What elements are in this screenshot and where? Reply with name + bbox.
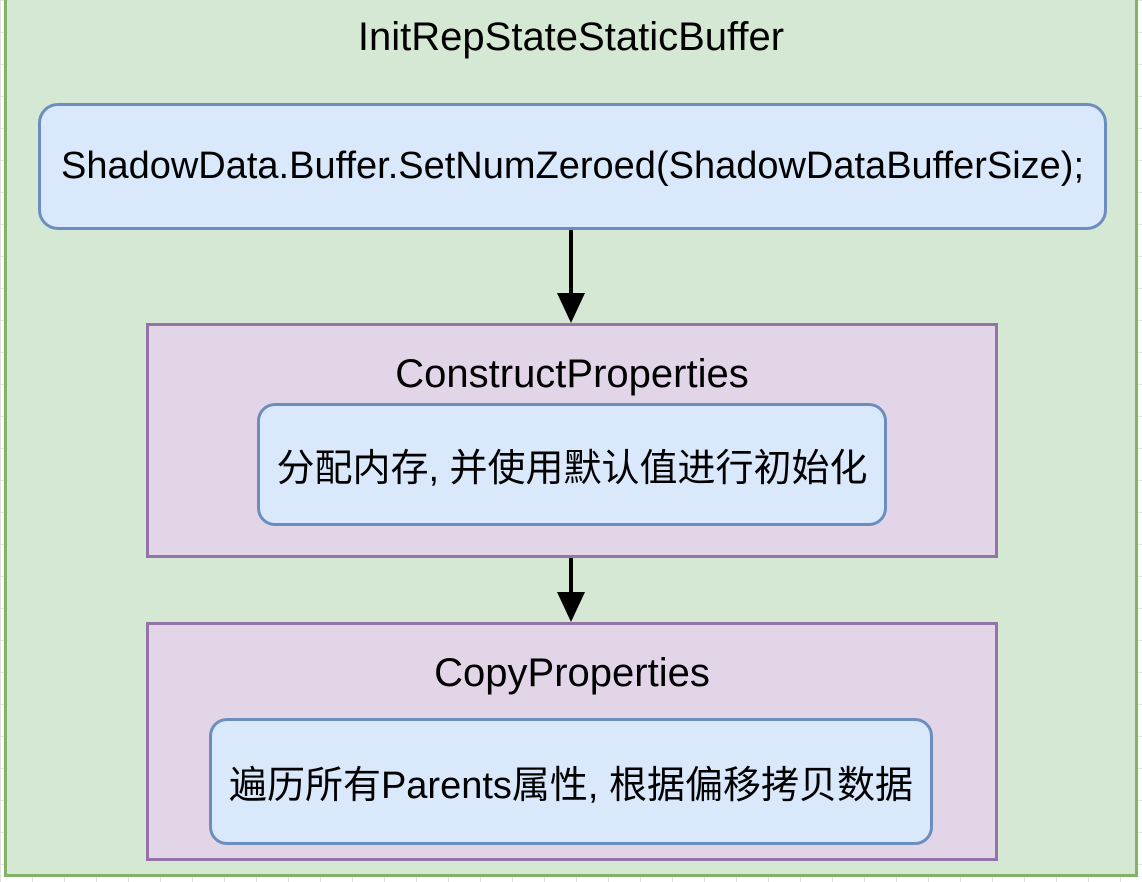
detail-box-copy-properties[interactable]: 遍历所有Parents属性, 根据偏移拷贝数据 [209,718,933,845]
arrow-down-icon[interactable] [557,558,585,622]
step-title-construct-properties: ConstructProperties [395,352,749,396]
code-statement-text: ShadowData.Buffer.SetNumZeroed(ShadowDat… [60,145,1085,187]
code-statement-box[interactable]: ShadowData.Buffer.SetNumZeroed(ShadowDat… [38,103,1107,230]
arrow-down-icon[interactable] [557,230,585,323]
detail-box-construct-properties[interactable]: 分配内存, 并使用默认值进行初始化 [257,403,887,526]
arrow-head [557,592,585,622]
arrow-shaft [569,558,573,595]
step-title-copy-properties: CopyProperties [434,651,710,695]
arrow-shaft [569,230,573,296]
detail-text-copy-properties: 遍历所有Parents属性, 根据偏移拷贝数据 [228,765,914,807]
group-title: InitRepStateStaticBuffer [357,15,785,59]
arrow-head [557,293,585,323]
detail-text-construct-properties: 分配内存, 并使用默认值进行初始化 [276,448,868,490]
